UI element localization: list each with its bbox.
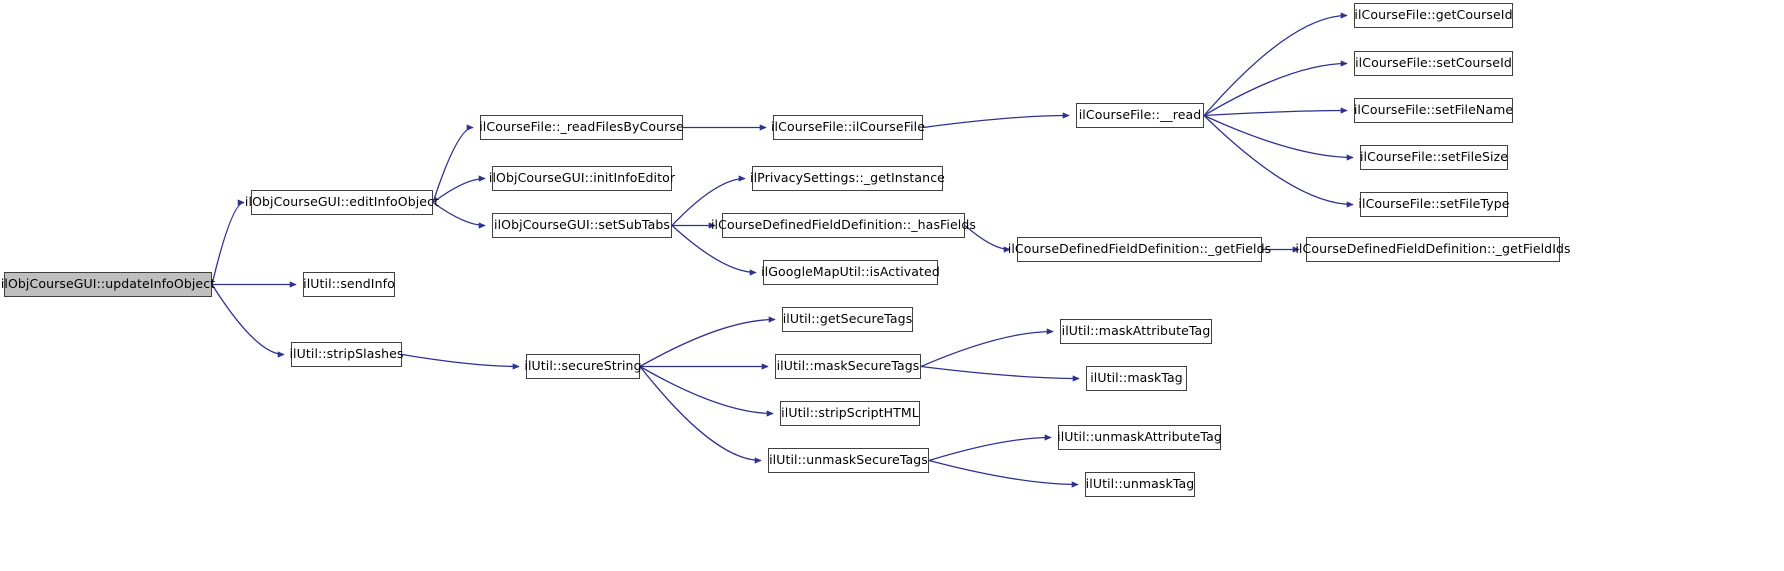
graph-node[interactable]: ilUtil::maskAttributeTag bbox=[1060, 319, 1212, 344]
graph-edge bbox=[432, 175, 486, 204]
graph-edge bbox=[1203, 60, 1348, 117]
graph-node[interactable]: ilCourseDefinedFieldDefinition::_getFiel… bbox=[1295, 237, 1571, 262]
graph-node[interactable]: ilUtil::maskSecureTags bbox=[775, 354, 921, 379]
graph-node[interactable]: ilUtil::maskTag bbox=[1086, 366, 1187, 391]
graph-edge bbox=[639, 316, 776, 368]
graph-node[interactable]: ilUtil::getSecureTags bbox=[782, 307, 913, 332]
graph-node[interactable]: ilUtil::stripScriptHTML bbox=[780, 401, 920, 426]
graph-node[interactable]: ilCourseFile::setFileName bbox=[1354, 98, 1513, 123]
graph-node[interactable]: ilCourseDefinedFieldDefinition::_getFiel… bbox=[1008, 237, 1271, 262]
graph-edge bbox=[211, 199, 245, 285]
graph-node[interactable]: ilObjCourseGUI::initInfoEditor bbox=[489, 166, 675, 191]
graph-edge bbox=[639, 366, 762, 464]
graph-node[interactable]: ilCourseFile::getCourseId bbox=[1354, 3, 1513, 28]
graph-node[interactable]: ilCourseFile::ilCourseFile bbox=[771, 115, 925, 140]
graph-edge bbox=[928, 459, 1079, 488]
graph-edge bbox=[920, 365, 1080, 382]
graph-node[interactable]: ilObjCourseGUI::editInfoObject bbox=[245, 190, 439, 215]
graph-edge bbox=[1203, 115, 1354, 208]
graph-edge bbox=[1203, 107, 1348, 117]
graph-edge bbox=[639, 365, 774, 417]
graph-edge bbox=[432, 201, 486, 229]
graph-edge bbox=[401, 353, 520, 370]
graph-node[interactable]: ilObjCourseGUI::setSubTabs bbox=[492, 213, 672, 238]
graph-edge bbox=[928, 434, 1052, 462]
graph-node-current[interactable]: ilObjCourseGUI::updateInfoObject bbox=[1, 272, 215, 297]
graph-node[interactable]: ilCourseFile::_readFilesByCourse bbox=[479, 115, 684, 140]
graph-node[interactable]: ilUtil::unmaskTag bbox=[1085, 472, 1195, 497]
graph-node[interactable]: ilGoogleMapUtil::isActivated bbox=[761, 260, 940, 285]
graph-edge bbox=[1203, 12, 1348, 116]
graph-node[interactable]: ilCourseFile::__read bbox=[1076, 103, 1204, 128]
graph-node[interactable]: ilCourseFile::setCourseId bbox=[1354, 51, 1513, 76]
graph-edge bbox=[1203, 114, 1354, 161]
graph-edge bbox=[432, 124, 474, 203]
graph-node[interactable]: ilUtil::unmaskAttributeTag bbox=[1057, 425, 1222, 450]
graph-node[interactable]: ilUtil::secureString bbox=[524, 354, 642, 379]
graph-edge bbox=[922, 112, 1070, 129]
graph-node[interactable]: ilUtil::sendInfo bbox=[303, 272, 395, 297]
graph-node[interactable]: ilUtil::stripSlashes bbox=[289, 342, 403, 367]
graph-edge bbox=[211, 284, 285, 358]
graph-node[interactable]: ilCourseDefinedFieldDefinition::_hasFiel… bbox=[711, 213, 976, 238]
graph-node[interactable]: ilCourseFile::setFileSize bbox=[1360, 145, 1508, 170]
graph-node[interactable]: ilPrivacySettings::_getInstance bbox=[750, 166, 945, 191]
graph-node[interactable]: ilCourseFile::setFileType bbox=[1358, 192, 1509, 217]
graph-edge bbox=[920, 328, 1054, 368]
graph-node[interactable]: ilUtil::unmaskSecureTags bbox=[768, 448, 929, 473]
